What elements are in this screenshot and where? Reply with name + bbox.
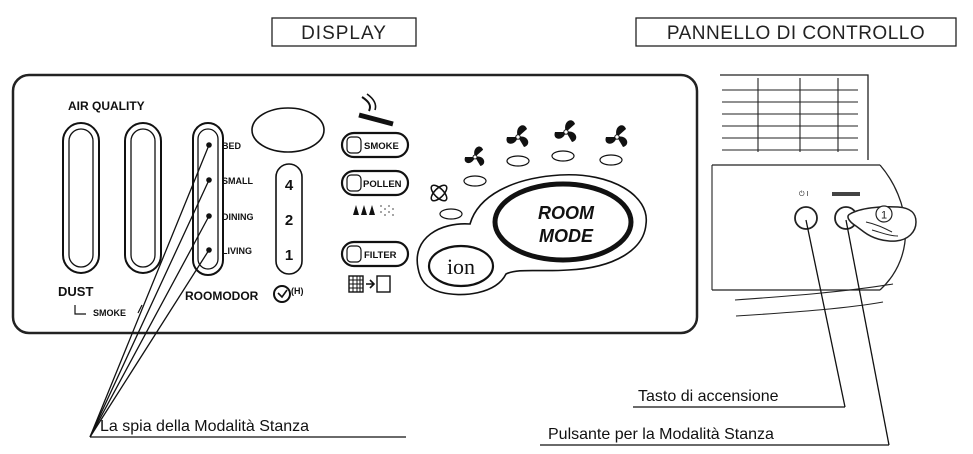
smoke-indicator: SMOKE — [340, 131, 410, 159]
room-number-4: 4 — [285, 177, 294, 194]
room-lamp-leaders — [89, 144, 406, 438]
smoke-pointer — [137, 304, 143, 314]
smoke-bracket — [74, 305, 86, 315]
control-panel-header: PANNELLO DI CONTROLLO — [635, 17, 957, 47]
power-button: ⏻ I — [794, 190, 818, 230]
room-mode-button — [492, 181, 634, 263]
room-level-bed-label: BED — [222, 141, 242, 151]
timer-clock-icon — [273, 285, 291, 303]
room-level-small-label: SMALL — [222, 176, 253, 186]
display-header: DISPLAY — [271, 17, 417, 47]
smoke-sub-label: SMOKE — [93, 308, 126, 318]
room-mode-button-leader — [540, 219, 890, 446]
pollen-icon — [353, 205, 394, 216]
room-number-2: 2 — [285, 212, 293, 229]
dust-label: DUST — [58, 284, 93, 299]
ion-label: ion — [447, 254, 475, 279]
device-side-view — [711, 74, 907, 317]
fan-icon — [463, 146, 487, 187]
smoke-indicator-label: SMOKE — [364, 141, 399, 152]
filter-indicator-label: FILTER — [364, 250, 397, 261]
room-level-dining-label: DINING — [222, 212, 254, 222]
room-mode-line2: MODE — [539, 226, 594, 246]
filter-indicator: FILTER — [340, 240, 410, 268]
fan-icon — [506, 125, 530, 167]
room-level-living-label: LIVING — [222, 246, 252, 256]
smoke-cigarette-icon — [358, 93, 394, 127]
ion-atom-icon — [430, 184, 463, 220]
button-number: 1 — [881, 210, 887, 222]
callout-room-mode-button: Pulsante per la Modalità Stanza — [548, 426, 774, 443]
hand-pointer-icon: 1 — [847, 205, 917, 242]
roomodor-label: ROOMODOR — [185, 289, 259, 303]
callout-room-mode-lamp: La spia della Modalità Stanza — [100, 418, 309, 435]
room-number-1: 1 — [285, 247, 293, 264]
fan-icon — [551, 120, 577, 162]
svg-text:⏻ I: ⏻ I — [799, 190, 808, 198]
power-key-leader — [633, 219, 846, 408]
pollen-indicator-label: POLLEN — [363, 179, 402, 190]
air-quality-bar-2 — [124, 122, 162, 274]
control-panel-header-text: PANNELLO DI CONTROLLO — [667, 23, 925, 44]
room-number-pill — [275, 163, 303, 275]
room-mode-line1: ROOM — [538, 203, 595, 223]
filter-replace-icon — [348, 275, 391, 293]
callout-power-key: Tasto di accensione — [638, 388, 779, 405]
ion-button — [427, 244, 495, 288]
display-header-text: DISPLAY — [301, 23, 387, 44]
digit-window — [251, 107, 325, 153]
air-quality-bar-3 — [192, 122, 224, 276]
pollen-indicator: POLLEN — [340, 169, 410, 197]
air-quality-label: AIR QUALITY — [68, 99, 145, 113]
air-quality-bar-1 — [62, 122, 100, 274]
hour-mark: (H) — [291, 286, 304, 296]
fan-icon — [599, 125, 628, 166]
